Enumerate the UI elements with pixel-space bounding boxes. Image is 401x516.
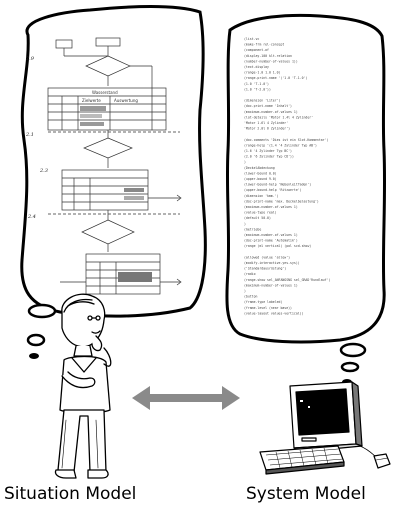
code-line: (maximum-number-of-values 1)	[244, 205, 298, 209]
hand-label: 2.4	[27, 214, 36, 220]
code-line: (display-100 klt-relation	[244, 54, 292, 58]
code-listing: (list-vc (make-frm rel-concept (component…	[244, 37, 330, 315]
code-line: (range-1.0 1.0 1.0)	[244, 71, 281, 75]
situation-model-caption: Situation Model	[4, 484, 137, 504]
code-line: (radio	[244, 272, 256, 276]
code-line: (maximum-number-of-values 1)	[244, 110, 298, 114]
code-line: (maximum-number-of-values 1)	[244, 283, 298, 287]
code-line: (doc-comments 'Dies ist ein Slot-Komment…	[244, 138, 329, 142]
table-header: Auswertung	[114, 98, 138, 103]
code-line: (allowed (value 'allow')	[244, 255, 290, 259]
thought-dot-large	[339, 342, 367, 358]
code-line: (lower-bound 0.0)	[244, 171, 277, 175]
code-line: (list-vc	[244, 37, 259, 41]
code-line: (lower-bound-help 'Nebenleitfaden')	[244, 183, 311, 187]
code-line: (make-frm rel-concept	[244, 43, 284, 47]
code-line: (range (ml vertical) (pol scd-show)	[244, 244, 311, 248]
code-line: (default 50.0)	[244, 216, 271, 220]
code-line: (range-show sel_ANFANGSNG sel_GRAD'Rundl…	[244, 278, 330, 282]
code-line: (dimension 'kmm.')	[244, 194, 279, 198]
hand-label: 2.9	[25, 56, 35, 62]
code-line: (lot-details 'Motor 1.4l 4 Zylinder'	[244, 115, 313, 119]
bidirectional-arrow	[132, 386, 240, 410]
code-line: (Getriebe	[244, 227, 261, 231]
code-line: (range-help '(1.4 '4 Zylinder Typ AB')	[244, 143, 317, 147]
code-line: (text-display	[244, 65, 269, 69]
code-line: (doc-print-name 'max. Deckelbelastung')	[244, 199, 319, 203]
code-line: (doc-print-name 'Inhalt')	[244, 104, 292, 108]
flowchart-sketch	[47, 37, 182, 295]
thinking-person	[54, 293, 112, 479]
computer	[259, 381, 391, 475]
hand-label: 2.1	[25, 132, 34, 138]
table-header: Zielwerte	[82, 98, 101, 103]
code-line: )	[244, 160, 246, 164]
thought-dot-small	[29, 353, 39, 359]
flowchart-hand-labels: 2.9 2.1 2.3 2.4 Wasserstand Zielwerte Au…	[25, 56, 138, 220]
code-line: )	[244, 289, 246, 293]
code-line: (button	[244, 295, 258, 299]
system-thought-bubble	[225, 13, 387, 344]
code-line: (value-layout values-vertical))	[244, 311, 304, 315]
hand-label: 2.3	[39, 168, 48, 174]
code-line: (number-number-of-values 1))	[244, 59, 298, 63]
code-line: (1.6 '4 Zylinder Typ BC')	[244, 149, 292, 153]
code-line: (1.0 'T-2.0'))	[244, 87, 271, 91]
code-line: (maximum-number-of-values 1)	[244, 233, 298, 237]
code-line: (2.0 '6 Zylinder Typ CD'))	[244, 155, 294, 159]
thought-dot-medium	[340, 361, 360, 373]
code-line: (1.0 'T-1.0')	[244, 82, 269, 86]
code-line: (range-print-name '('1.0 'T-1.0')	[244, 76, 307, 80]
code-line: (upper-bound 9.0)	[244, 177, 277, 181]
code-line: (upper-bound-help 'Ritzwerte')	[244, 188, 302, 192]
code-line: (component-of	[244, 48, 269, 52]
thought-dot-large	[27, 303, 57, 319]
code-line: ('Standardausrüstung')	[244, 267, 286, 271]
code-line: (frame-type labeled)	[244, 300, 282, 304]
code-line: 'Motor 2.0l 6 Zylinder')	[244, 127, 290, 131]
code-line: (dimension 'Liter')	[244, 99, 281, 103]
thought-dot-medium	[26, 333, 46, 347]
system-model-caption: System Model	[246, 484, 366, 504]
table-header: Wasserstand	[92, 90, 118, 95]
situation-thought-bubble	[20, 5, 207, 318]
code-line: (frame-level (near base))	[244, 306, 292, 310]
code-line: 'Motor 1.6l 4 Zylinder'	[244, 121, 288, 125]
code-line: (value-type real)	[244, 211, 277, 215]
code-line: (DeckelAbdeckung	[244, 166, 275, 170]
code-line: )	[244, 222, 246, 226]
code-line: (doc-print-name 'Automatik')	[244, 239, 298, 243]
code-line: (modify-interactive-yes-sys))	[244, 261, 300, 265]
